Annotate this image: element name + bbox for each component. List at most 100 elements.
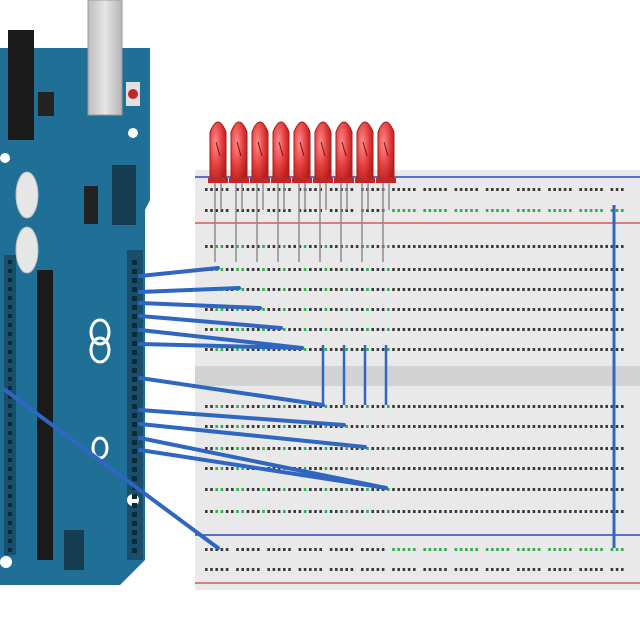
grid-hole	[283, 488, 286, 491]
rail-hole	[220, 209, 224, 212]
grid-hole	[600, 488, 603, 491]
rail-hole	[319, 568, 322, 571]
rail-hole	[241, 548, 244, 551]
grid-hole	[298, 245, 302, 248]
grid-hole	[517, 447, 520, 450]
board-pin	[8, 530, 12, 534]
grid-hole	[527, 510, 530, 513]
grid-hole	[517, 245, 520, 248]
grid-hole	[303, 510, 307, 513]
grid-hole	[267, 447, 270, 450]
grid-hole	[205, 510, 208, 513]
grid-hole	[491, 447, 494, 450]
grid-hole	[537, 245, 541, 248]
grid-hole	[584, 328, 588, 331]
rail-hole	[444, 548, 447, 551]
grid-hole	[418, 467, 421, 470]
grid-hole	[298, 488, 302, 491]
grid-hole	[355, 467, 359, 470]
grid-hole	[407, 467, 411, 470]
grid-hole	[621, 308, 624, 311]
grid-hole	[621, 405, 624, 408]
grid-hole	[527, 268, 530, 271]
grid-hole	[251, 348, 255, 351]
grid-hole	[407, 405, 411, 408]
grid-hole	[418, 328, 421, 331]
grid-hole	[371, 425, 374, 428]
grid-hole	[537, 348, 541, 351]
rail-hole	[303, 548, 307, 551]
grid-hole	[402, 288, 406, 291]
grid-hole	[522, 405, 525, 408]
rail-hole	[506, 209, 510, 212]
grid-hole	[236, 348, 239, 351]
rail-hole	[376, 209, 380, 212]
grid-hole	[283, 288, 286, 291]
grid-hole	[293, 425, 296, 428]
grid-hole	[220, 488, 224, 491]
grid-hole	[569, 245, 572, 248]
grid-hole	[319, 488, 322, 491]
grid-hole	[444, 510, 447, 513]
board-pin	[132, 539, 137, 544]
grid-hole	[548, 245, 551, 248]
grid-hole	[548, 510, 551, 513]
grid-hole	[236, 405, 239, 408]
grid-hole	[543, 245, 546, 248]
grid-hole	[569, 447, 572, 450]
grid-hole	[251, 328, 255, 331]
grid-hole	[288, 245, 291, 248]
grid-hole	[376, 348, 380, 351]
grid-hole	[465, 425, 468, 428]
grid-hole	[439, 510, 442, 513]
grid-hole	[225, 405, 229, 408]
grid-hole	[558, 288, 562, 291]
rail-hole	[303, 568, 307, 571]
grid-hole	[246, 510, 250, 513]
grid-hole	[319, 268, 322, 271]
grid-hole	[579, 348, 582, 351]
grid-hole	[236, 308, 239, 311]
board-pin	[8, 449, 12, 453]
led	[334, 121, 354, 262]
grid-hole	[485, 425, 489, 428]
grid-hole	[584, 348, 588, 351]
grid-hole	[272, 308, 276, 311]
grid-hole	[215, 447, 218, 450]
rail-hole	[491, 209, 494, 212]
board-pin	[8, 332, 12, 336]
grid-hole	[371, 328, 374, 331]
grid-hole	[595, 425, 598, 428]
grid-hole	[433, 488, 437, 491]
board-pin	[132, 323, 137, 328]
grid-hole	[517, 268, 520, 271]
grid-hole	[595, 308, 598, 311]
grid-hole	[376, 425, 380, 428]
grid-hole	[605, 447, 608, 450]
grid-hole	[303, 328, 307, 331]
rail-hole	[584, 568, 588, 571]
grid-hole	[449, 288, 452, 291]
rail-hole	[366, 568, 369, 571]
rail-hole	[309, 209, 312, 212]
grid-hole	[428, 510, 432, 513]
grid-hole	[532, 488, 536, 491]
grid-hole	[418, 268, 421, 271]
grid-hole	[329, 268, 333, 271]
rail-hole	[610, 209, 614, 212]
grid-hole	[314, 328, 317, 331]
rail-hole	[621, 568, 624, 571]
grid-hole	[600, 425, 603, 428]
grid-hole	[548, 405, 551, 408]
grid-hole	[465, 447, 468, 450]
grid-hole	[475, 245, 478, 248]
grid-hole	[303, 268, 307, 271]
grid-hole	[392, 425, 395, 428]
led-rim	[313, 178, 333, 183]
grid-hole	[361, 308, 364, 311]
grid-hole	[569, 510, 572, 513]
grid-hole	[335, 405, 338, 408]
grid-hole	[584, 288, 588, 291]
board-pin	[8, 440, 12, 444]
grid-hole	[600, 288, 603, 291]
